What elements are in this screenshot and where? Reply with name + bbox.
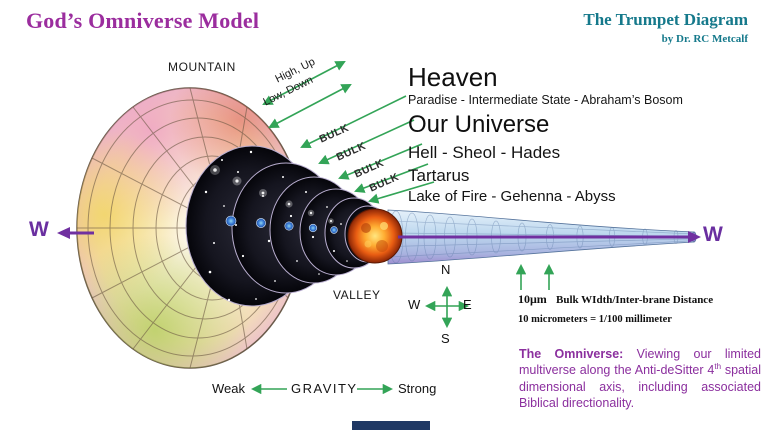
valley-label: VALLEY <box>333 288 381 302</box>
bulk-arrow-2 <box>318 119 415 165</box>
west-label-right: W <box>703 223 723 246</box>
gravity-strong-label: Strong <box>398 381 437 396</box>
footer-bar <box>352 421 430 430</box>
west-axis-arrow <box>57 227 701 243</box>
omniverse-note-text-2: spatial dimensional axis, including asso… <box>519 363 761 410</box>
bulk-arrow-5 <box>368 181 435 204</box>
compass-west-label: W <box>408 297 421 312</box>
omniverse-note: The Omniverse: Viewing our limited multi… <box>519 346 761 411</box>
compass-east-label: E <box>463 297 472 312</box>
galaxies <box>210 165 334 224</box>
bulk-arrow-4 <box>354 163 429 193</box>
bulk-width-description: Bulk WIdth/Inter-brane Distance <box>556 294 714 306</box>
gravity-label: GRAVITY <box>291 381 358 396</box>
fireball <box>347 208 403 264</box>
mountain-label: MOUNTAIN <box>168 60 236 74</box>
stars <box>204 150 348 302</box>
west-label-left: W <box>29 218 49 241</box>
green-arrows <box>250 61 555 395</box>
omniverse-note-text-1: Viewing our limited multiverse along the… <box>519 347 762 378</box>
our-universe-label: Our Universe <box>408 111 550 138</box>
heaven-sublabel: Paradise - Intermediate State - Abraham’… <box>408 93 683 107</box>
bulk-width-value: 10μm <box>518 292 547 306</box>
omniverse-note-superscript: th <box>714 362 722 372</box>
bulk-arrow-1 <box>300 95 407 149</box>
compass-south-label: S <box>441 331 450 346</box>
hell-label: Hell - Sheol - Hades <box>408 143 561 162</box>
omniverse-note-lead: The Omniverse: <box>519 347 624 361</box>
high-low-arrow-2 <box>268 84 352 128</box>
lake-of-fire-label: Lake of Fire - Gehenna - Abyss <box>408 188 616 205</box>
page-title: God’s Omniverse Model <box>26 8 260 33</box>
tartarus-label: Tartarus <box>408 166 470 185</box>
heaven-label: Heaven <box>408 62 498 92</box>
gravity-weak-label: Weak <box>212 381 245 396</box>
bulk-arrow-3 <box>338 143 423 180</box>
bulk-width-conversion: 10 micrometers = 1/100 millimeter <box>518 314 672 325</box>
diagram-title: The Trumpet Diagram <box>583 10 748 29</box>
compass-north-label: N <box>441 262 451 277</box>
author-byline: by Dr. RC Metcalf <box>661 33 748 45</box>
